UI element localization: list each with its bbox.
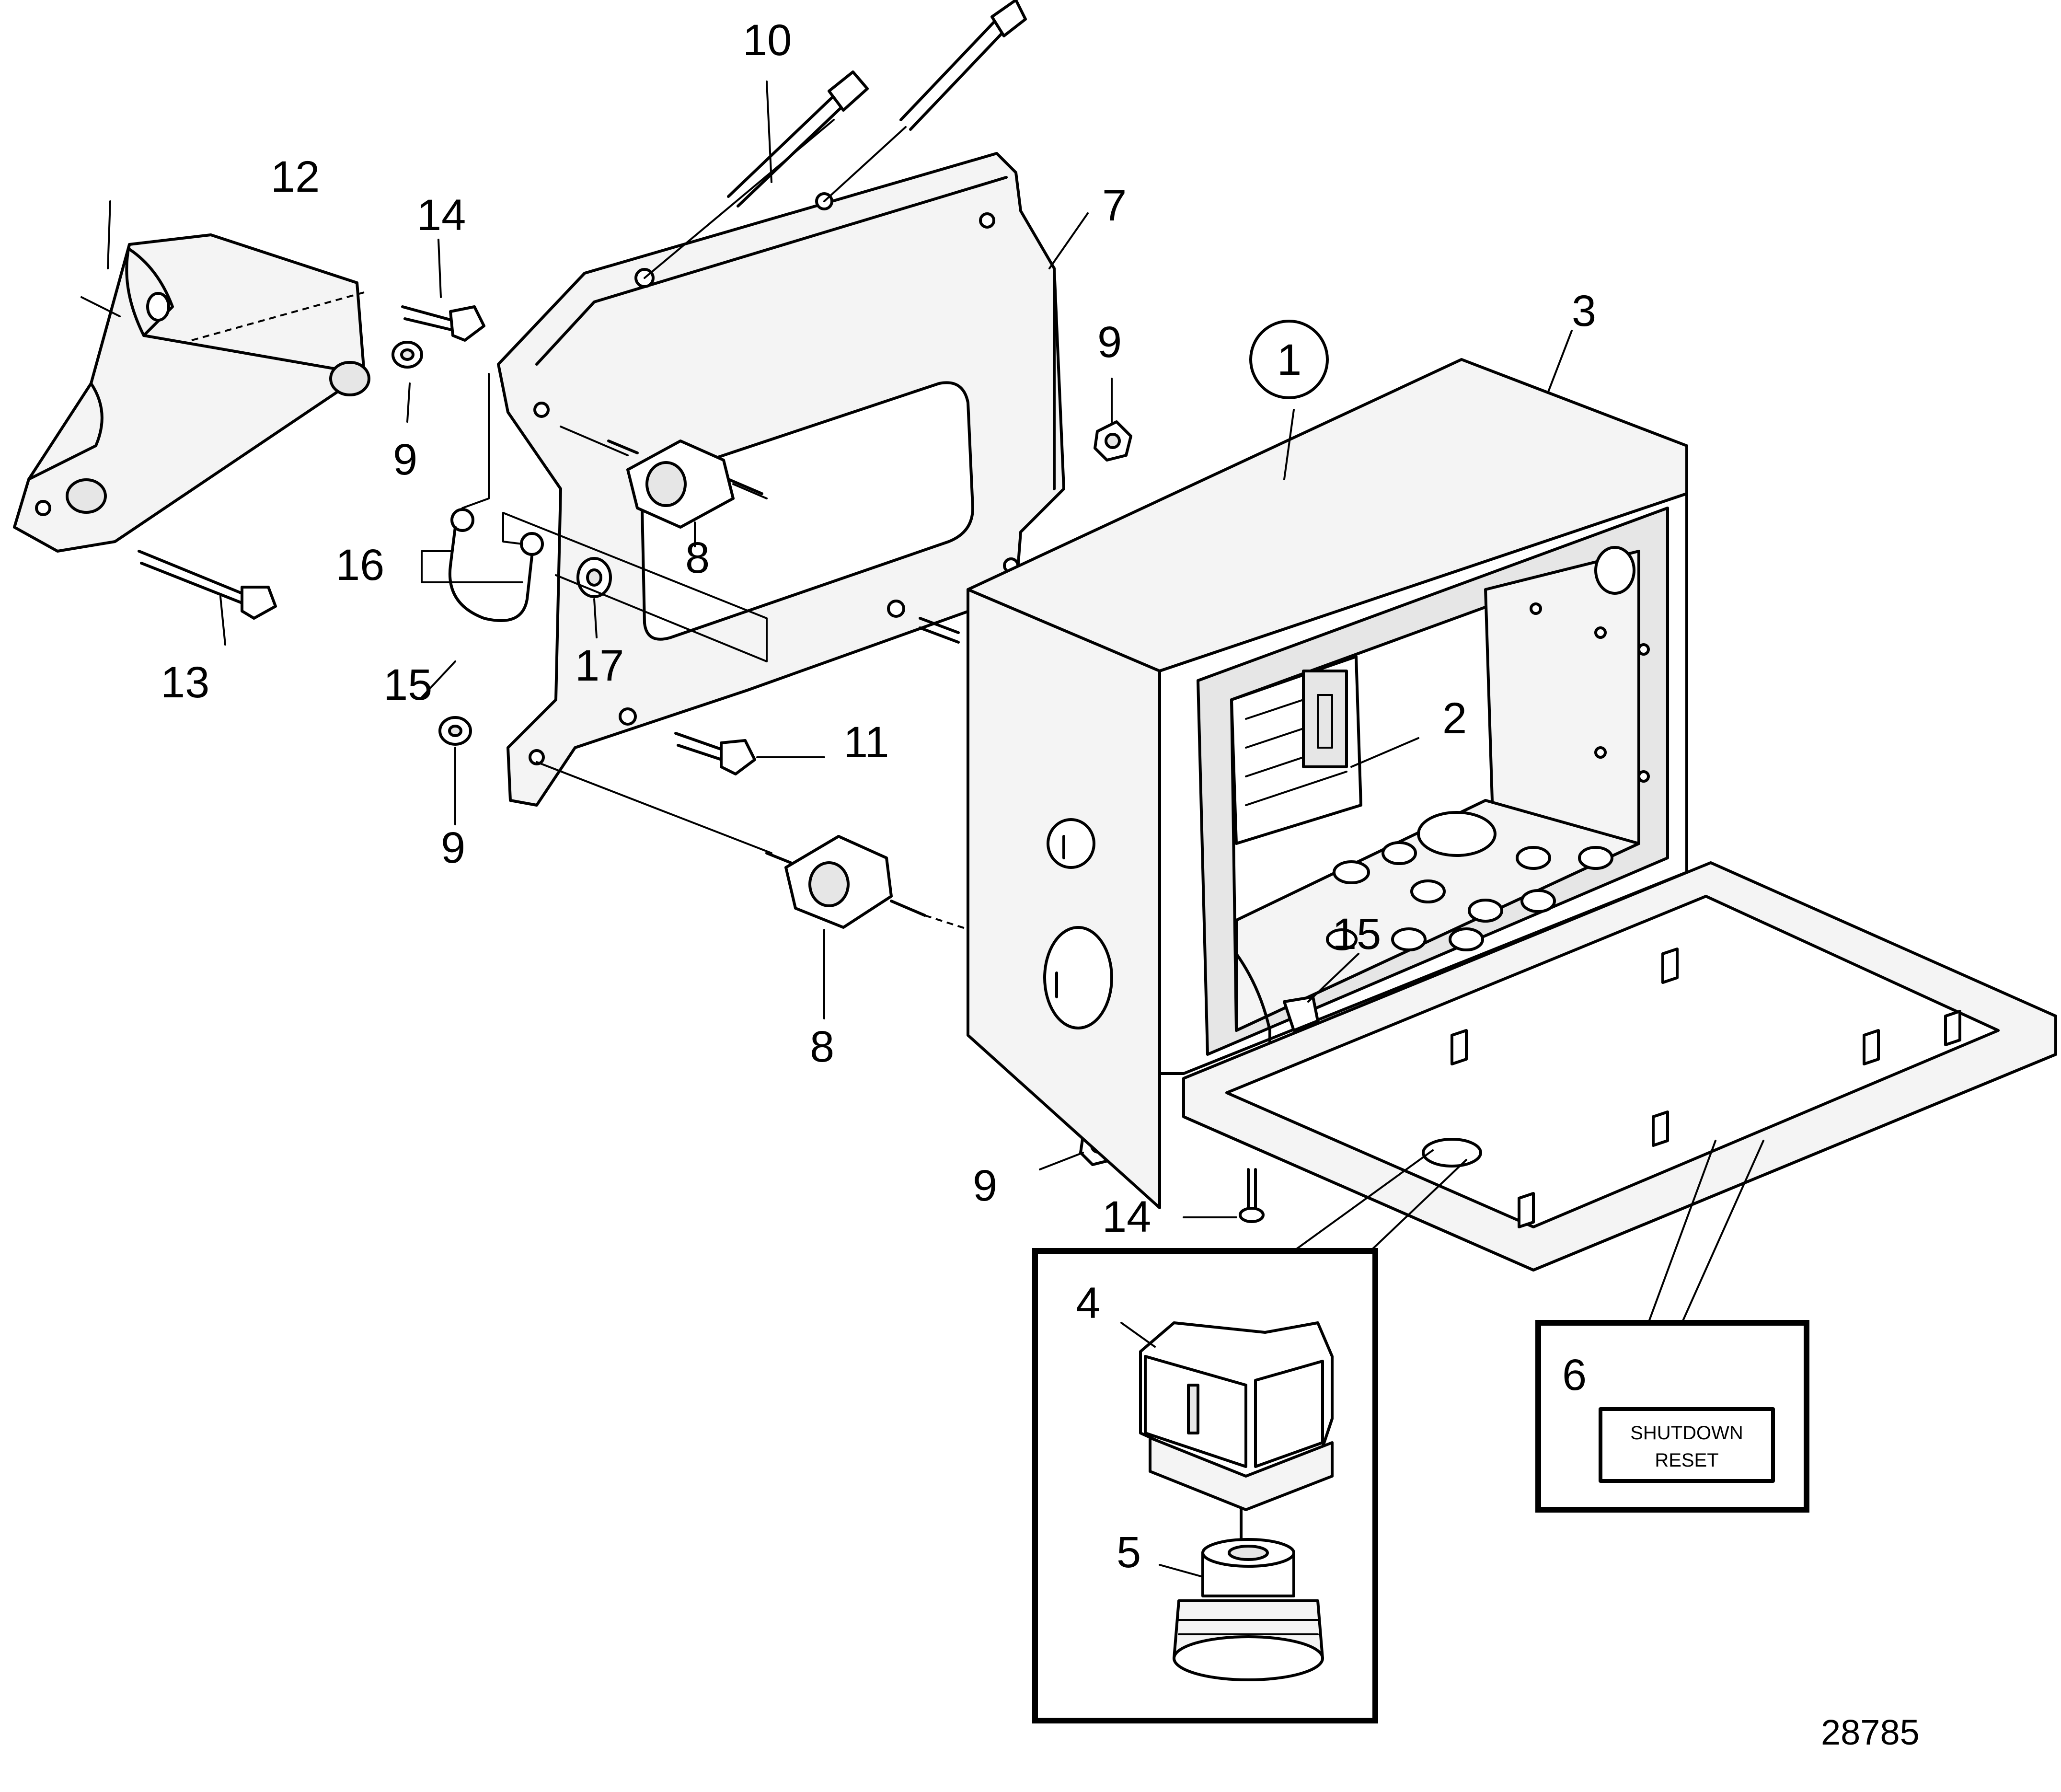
detail-box-label — [1535, 1140, 1809, 1513]
bolt-13 — [138, 550, 277, 620]
control-board-2 — [1230, 655, 1362, 845]
callout-14-upper: 14 — [417, 191, 466, 240]
callout-1-circle — [1249, 320, 1329, 399]
washer-9-lower-left — [438, 716, 472, 746]
callout-3: 3 — [1572, 287, 1596, 335]
callout-2: 2 — [1442, 694, 1467, 743]
label-panel-line1: SHUTDOWN — [1630, 1422, 1743, 1444]
wiring-path-lines — [502, 512, 768, 662]
callout-5: 5 — [1117, 1528, 1141, 1577]
spacer-8-lower — [536, 761, 1045, 955]
callout-11: 11 — [843, 718, 889, 767]
callout-7: 7 — [1102, 181, 1127, 230]
callout-8-upper: 8 — [685, 533, 710, 582]
callout-13: 13 — [161, 658, 209, 707]
callout-17: 17 — [575, 641, 624, 690]
bolts-10 — [644, 0, 1027, 279]
bracket-12 — [13, 233, 370, 553]
figure-reference-number: 28785 — [1821, 1712, 1920, 1752]
washer-9-upper-left — [391, 341, 423, 369]
callout-1: 1 — [1277, 335, 1301, 384]
callout-15-left: 15 — [383, 660, 432, 709]
callouts: 12 14 9 10 7 9 1 3 8 16 13 15 17 11 2 9 … — [161, 16, 1596, 1577]
bolt-11 — [674, 732, 756, 775]
callout-8-lower: 8 — [810, 1022, 834, 1071]
callout-9-bottom: 9 — [973, 1161, 997, 1210]
lid-studs — [1451, 948, 1961, 1228]
leader-lines — [81, 81, 1573, 1578]
callout-6: 6 — [1562, 1351, 1587, 1399]
bolt-middle — [919, 617, 960, 644]
detail-box-switch — [1032, 1149, 1467, 1723]
callout-9-lower-left: 9 — [441, 823, 465, 872]
callout-4: 4 — [1076, 1279, 1100, 1328]
screw-14-lower — [1239, 1168, 1265, 1223]
callout-10: 10 — [743, 16, 792, 65]
bolt-14-upper — [401, 305, 485, 342]
callout-14-lower: 14 — [1102, 1192, 1151, 1241]
callout-12: 12 — [271, 152, 320, 201]
spacer-8-upper — [560, 426, 768, 529]
callout-15-right: 15 — [1332, 910, 1381, 959]
ground-cable-15 — [421, 373, 544, 622]
bracket-plate-7 — [497, 152, 1065, 807]
switch-4 — [1139, 1321, 1334, 1511]
callout-16: 16 — [335, 541, 384, 590]
nut-9-upper-right — [1094, 420, 1132, 462]
callout-9-upper-right: 9 — [1097, 318, 1122, 367]
lid — [1182, 861, 2057, 1272]
label-panel-line2: RESET — [1655, 1450, 1718, 1471]
callout-9-upper-left: 9 — [393, 435, 417, 484]
cable-gland-5 — [1173, 1508, 1324, 1681]
